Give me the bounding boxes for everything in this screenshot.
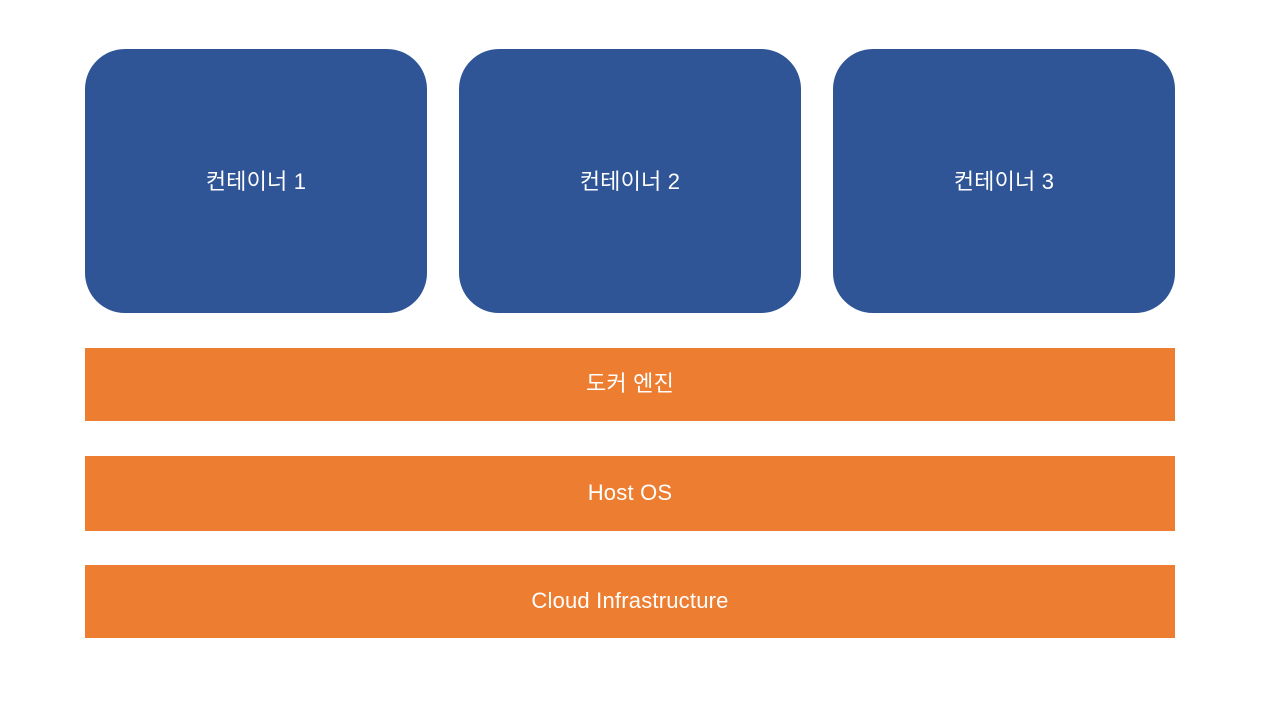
container-card-3-label: 컨테이너 3 — [953, 168, 1055, 194]
layer-bar-cloud-infrastructure-label: Cloud Infrastructure — [531, 588, 729, 614]
container-row: 컨테이너 1 컨테이너 2 컨테이너 3 — [85, 49, 1175, 313]
layer-bar-host-os[interactable]: Host OS — [85, 456, 1175, 531]
container-card-1-label: 컨테이너 1 — [205, 168, 307, 194]
container-card-2[interactable]: 컨테이너 2 — [459, 49, 801, 313]
layer-bar-host-os-label: Host OS — [587, 480, 673, 506]
layer-bar-docker-engine-label: 도커 엔진 — [585, 371, 675, 397]
container-card-1[interactable]: 컨테이너 1 — [85, 49, 427, 313]
layer-bar-docker-engine[interactable]: 도커 엔진 — [85, 348, 1175, 421]
layer-bar-cloud-infrastructure[interactable]: Cloud Infrastructure — [85, 565, 1175, 638]
container-card-3[interactable]: 컨테이너 3 — [833, 49, 1175, 313]
container-card-2-label: 컨테이너 2 — [579, 168, 681, 194]
